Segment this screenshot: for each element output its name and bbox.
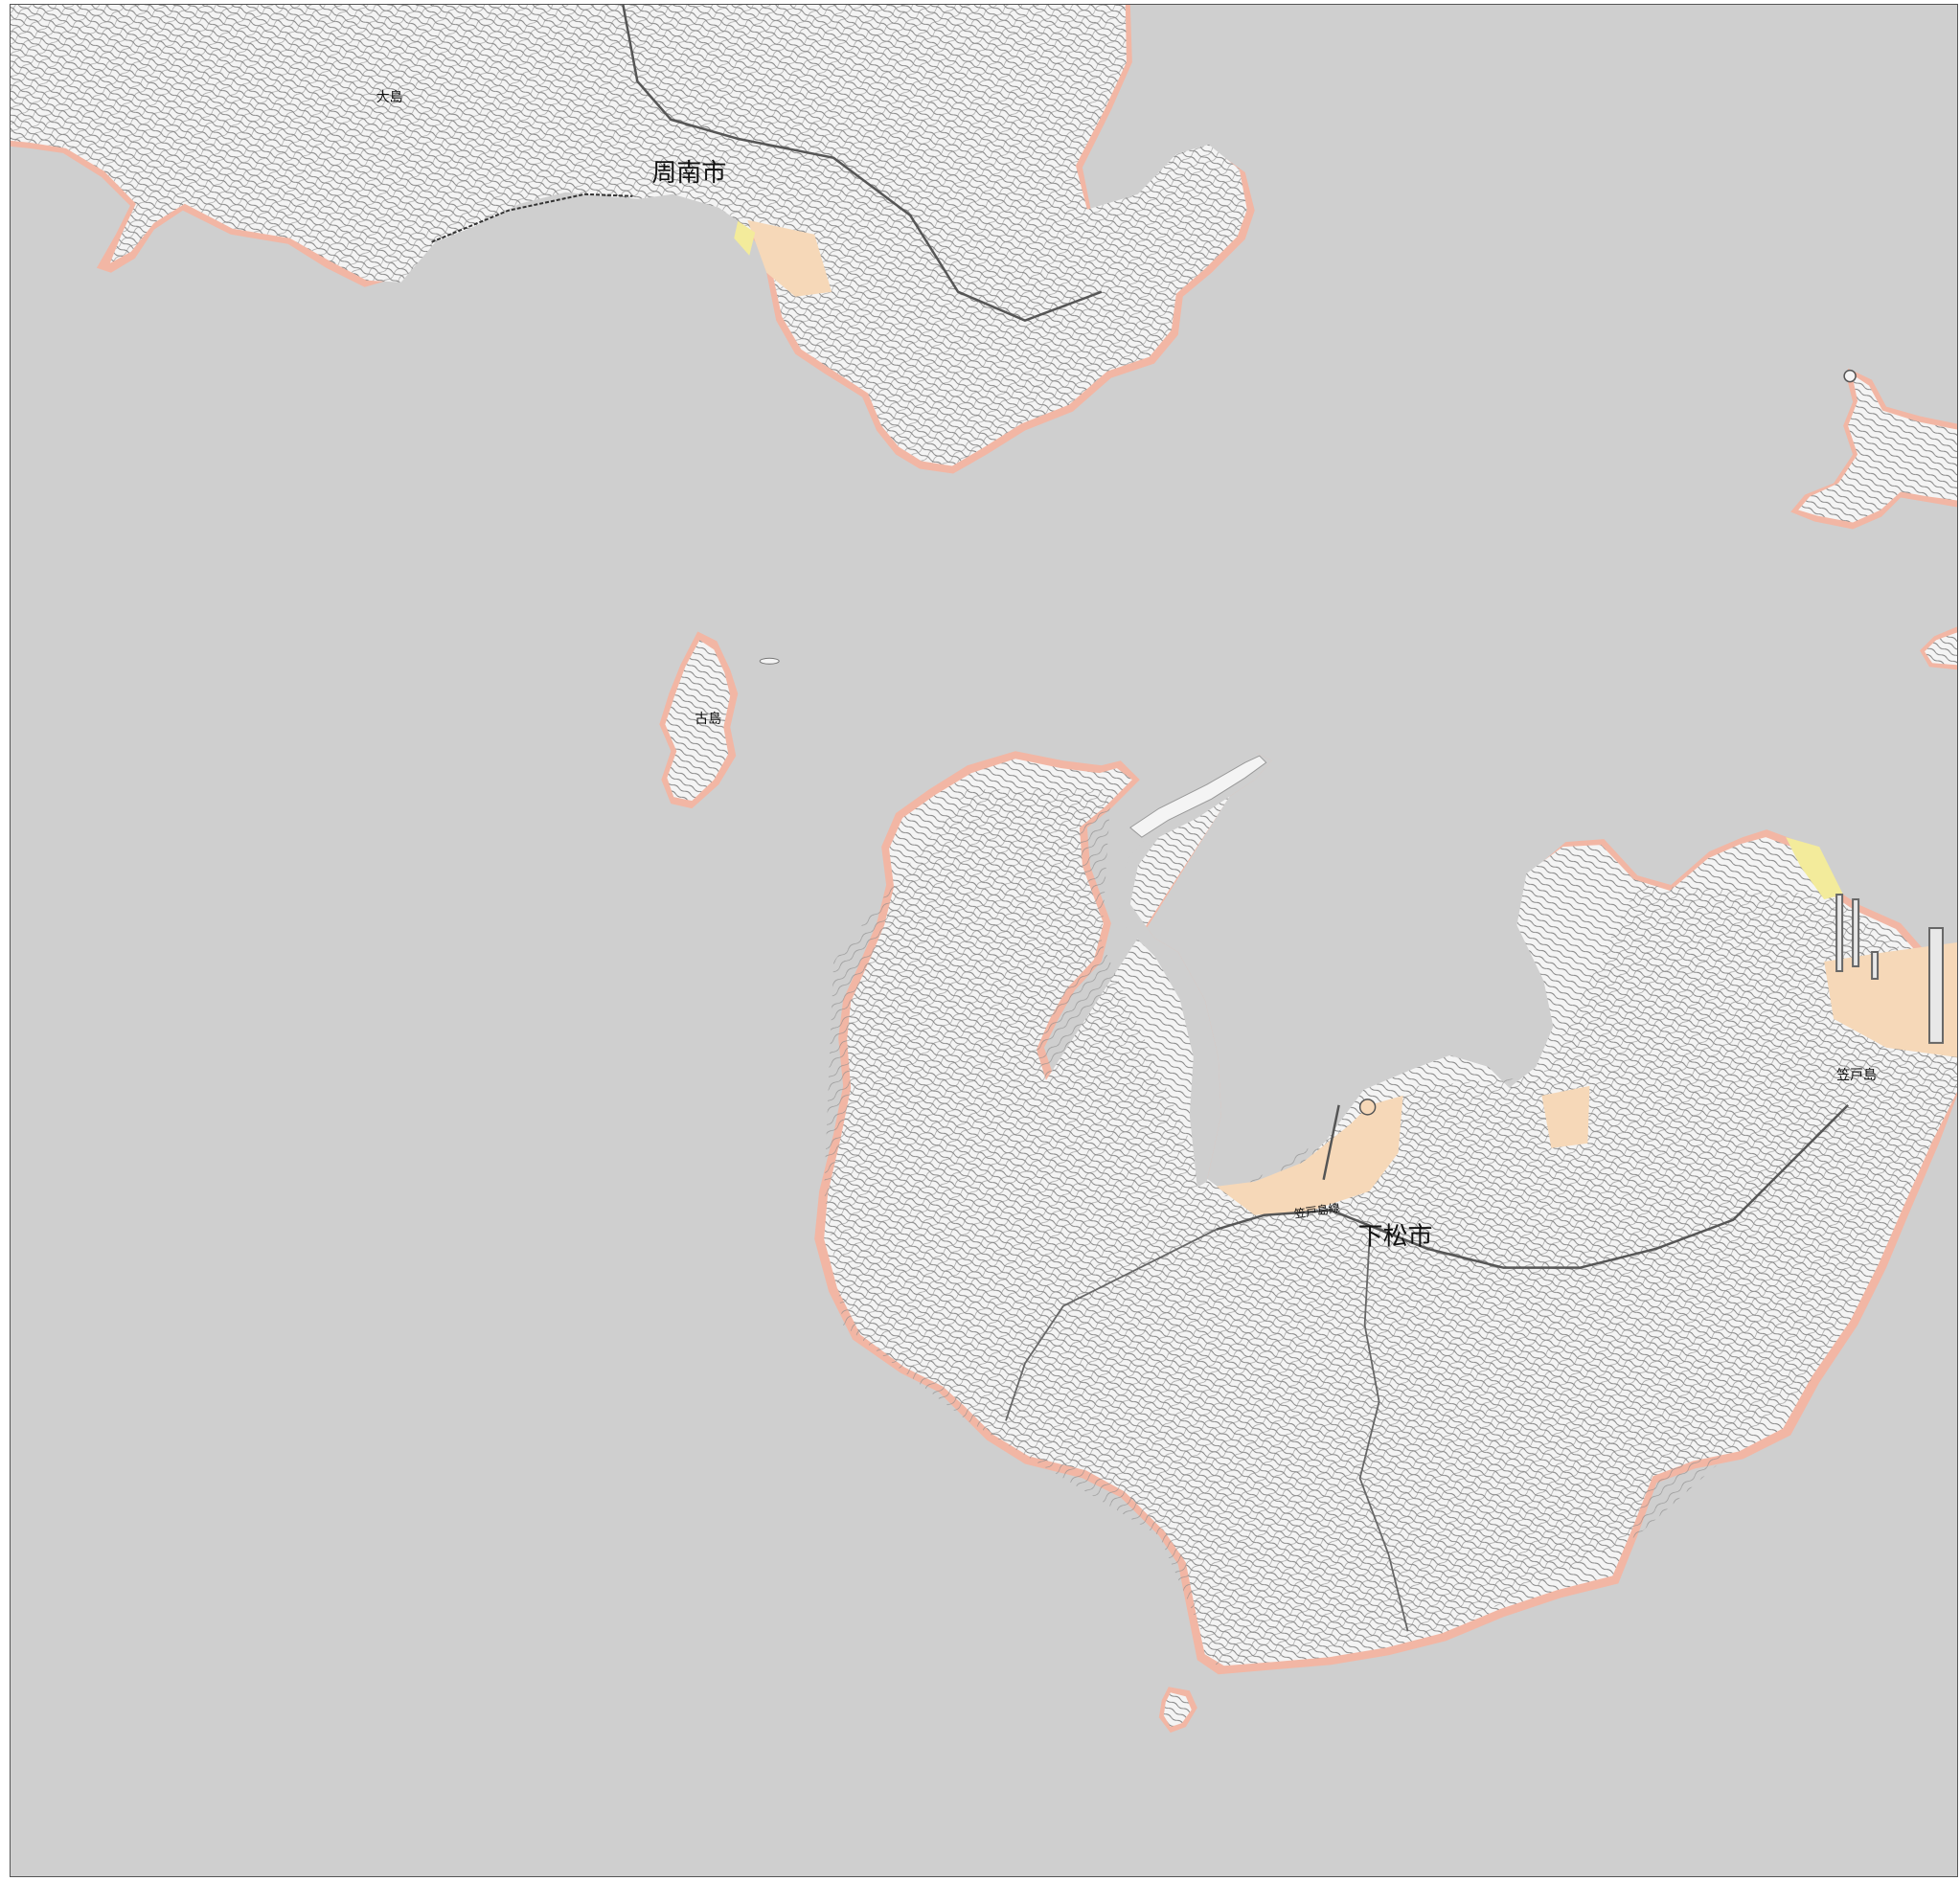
- road-kasadojima-main: [1216, 1103, 1849, 1269]
- spit-kasadojima: [1129, 755, 1267, 838]
- island-kasadojima: [814, 751, 1957, 1675]
- road-north: [622, 5, 1103, 323]
- contour-overlay-north: [11, 5, 1247, 466]
- contour-overlay-kasadojima: [824, 789, 1957, 1666]
- label-kasadojima: 笠戸島: [1836, 1068, 1877, 1083]
- shoreline-road-north: [431, 193, 633, 243]
- map-frame[interactable]: 大島 周南市 古島 笠戸島線 下松市 笠戸島: [10, 4, 1958, 1877]
- island-furushima: [659, 631, 780, 809]
- islet-south: [1158, 1687, 1197, 1734]
- flat-land-north: [747, 219, 832, 297]
- landmass-north: [11, 5, 1255, 474]
- port-east: [1824, 941, 1957, 1057]
- road-kasadojima-south: [1358, 1238, 1409, 1632]
- label-kasadojima-line: 笠戸島線: [1293, 1200, 1341, 1221]
- piers-east: [1835, 894, 1945, 1044]
- town-flat-area: [1216, 1095, 1403, 1215]
- road-kasadojima-west: [1005, 1228, 1218, 1421]
- yellow-zone-north: [734, 220, 756, 256]
- island-northeast: [1790, 368, 1957, 530]
- breakwater-north: [1322, 1104, 1340, 1180]
- topographic-map[interactable]: 大島 周南市 古島 笠戸島線 下松市 笠戸島: [11, 5, 1957, 1876]
- label-shunan-city: 周南市: [651, 159, 726, 188]
- bay-kasadojima: [1114, 753, 1272, 1188]
- label-furushima: 古島: [695, 712, 721, 727]
- label-kudamatsu-city: 下松市: [1358, 1223, 1433, 1252]
- label-oshima: 大島: [376, 90, 403, 105]
- yellow-zone-east: [1786, 837, 1844, 900]
- town-flat-east: [1541, 1085, 1590, 1148]
- island-east-fragment: [1920, 626, 1957, 670]
